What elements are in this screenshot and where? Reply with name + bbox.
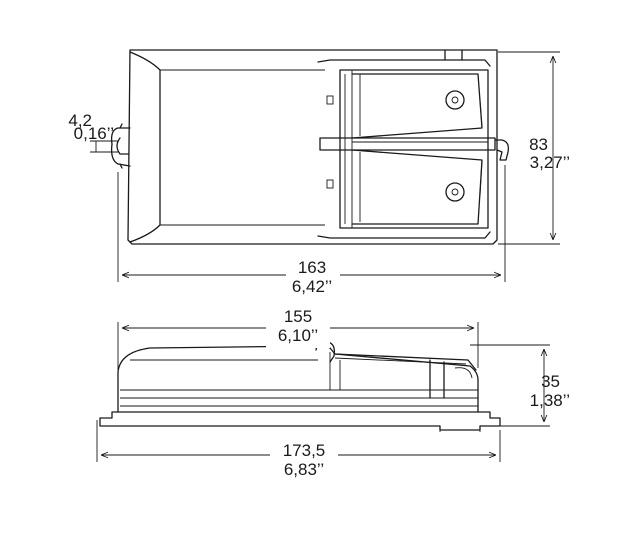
dim-side-total-length-mm: 173,5 xyxy=(283,441,326,460)
dim-slot-mm: 4,2 xyxy=(68,111,92,130)
dim-side-height-inch: 1,38’’ xyxy=(530,391,570,410)
side-view xyxy=(99,341,501,432)
dim-side-body-length-inch: 6,10’’ xyxy=(278,326,318,345)
top-view-cover-frame xyxy=(339,69,489,229)
top-view-screw-lower xyxy=(445,182,465,202)
dim-top-length-mm: 163 xyxy=(298,258,326,277)
dim-top-length: 163 6,42’’ xyxy=(117,165,506,298)
dim-side-body-length: 155 6,10’’ xyxy=(117,304,479,370)
dim-side-height-mm: 35 xyxy=(541,372,560,391)
dim-side-height: 35 1,38’’ xyxy=(470,344,570,427)
top-view-housing-outline xyxy=(127,49,498,245)
top-view-right-hook xyxy=(494,139,510,161)
dim-top-length-inch: 6,42’’ xyxy=(292,277,332,296)
dim-side-total-length-inch: 6,83’’ xyxy=(284,460,324,479)
top-view-screw-upper xyxy=(445,90,465,110)
top-view-left-mount-slot xyxy=(110,127,131,167)
dim-top-width-mm: 83 xyxy=(529,135,548,154)
dim-slot-inch: 0,16’’ xyxy=(74,124,114,143)
dim-top-width-inch: 3,27’’ xyxy=(530,153,570,172)
dim-top-width: 83 3,27’’ xyxy=(498,51,570,245)
dim-side-body-length-mm: 155 xyxy=(284,307,312,326)
top-view-left-end xyxy=(129,51,161,243)
dim-slot: 4,2 0,16’’ xyxy=(68,111,118,153)
top-view xyxy=(110,49,510,245)
side-view-body xyxy=(117,345,479,413)
dim-side-total-length: 173,5 6,83’’ xyxy=(96,420,501,482)
